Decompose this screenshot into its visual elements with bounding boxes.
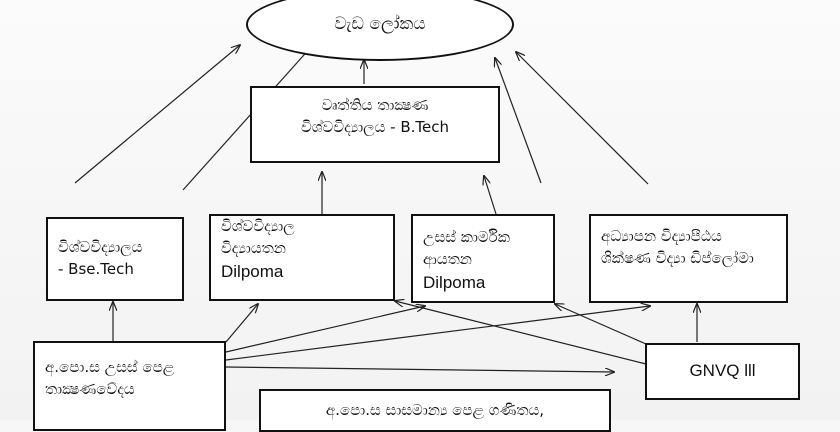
arrow-advanced-technical-to-tech-university xyxy=(484,176,497,215)
university-line-1: විශ්වවිද්‍යාලය xyxy=(58,238,143,256)
gnvq-box: GNVQ lll xyxy=(645,343,800,400)
tech-university-line-2: විශ්වවිද්‍යාලය - B.Tech xyxy=(301,117,449,136)
university-college-line-2: විද්‍යායතන xyxy=(221,238,286,257)
al-technology-line-2: තාක්‍ෂණවේදය xyxy=(45,379,135,398)
tech-university-line-1: වෘත්තිය තාක්‍ෂණ xyxy=(321,96,429,114)
advanced-technical-line-2: ආයතන xyxy=(423,249,472,268)
arrow-al-to-advanced-technical xyxy=(225,306,425,353)
education-college-box: අධ්‍යාපන විද්‍යාපීඨය ශික්ෂණ විද්‍යා ඩිප්… xyxy=(589,214,788,303)
ol-exam-box: අ.පො.ස සාසමාන්‍ය පෙළ ගණිතය, xyxy=(259,389,611,432)
advanced-technical-line-3: Dilpoma xyxy=(423,272,486,292)
university-college-line-1: විශ්වවිද්‍යාල xyxy=(221,217,295,235)
arrow-advanced-technical-to-work-world xyxy=(495,58,542,184)
university-college-line-3: Dilpoma xyxy=(221,261,284,281)
gnvq-label: GNVQ lll xyxy=(689,361,756,381)
arrow-gnvq-to-university-college xyxy=(395,301,647,365)
arrow-al-to-gnvq xyxy=(225,366,614,372)
arrow-university-to-work-world xyxy=(74,45,240,184)
al-technology-line-1: අ.පො.ස උසස් පෙළ xyxy=(45,358,175,376)
advanced-technical-box: උසස් කාර්මික ආයතන Dilpoma xyxy=(411,214,555,303)
work-world-label: වැඩ ලෝකය xyxy=(334,14,426,35)
arrow-layer xyxy=(74,0,840,420)
university-line-2: - Bse.Tech xyxy=(58,259,134,278)
ol-exam-label: අ.පො.ස සාසමාන්‍ය පෙළ ගණිතය, xyxy=(325,401,545,419)
advanced-technical-line-1: උසස් කාර්මික xyxy=(423,228,510,246)
education-college-line-1: අධ්‍යාපන විද්‍යාපීඨය xyxy=(601,227,722,245)
al-technology-box: අ.පො.ස උසස් පෙළ තාක්‍ෂණවේදය xyxy=(33,341,226,431)
university-box: විශ්වවිද්‍යාලය - Bse.Tech xyxy=(46,217,184,301)
work-world-ellipse: වැඩ ලෝකය xyxy=(246,0,514,61)
arrow-gnvq-to-advanced-technical xyxy=(555,304,647,345)
education-college-line-2: ශික්ෂණ විද්‍යා ඩිප්ලෝමා xyxy=(601,248,754,267)
tech-university-box: වෘත්තිය තාක්‍ෂණ විශ්වවිද්‍යාලය - B.Tech xyxy=(250,86,500,163)
arrow-al-to-university-college xyxy=(225,304,258,343)
arrow-al-to-education-college xyxy=(225,306,650,361)
arrow-education-college-to-work-world xyxy=(516,52,649,185)
university-college-box: විශ්වවිද්‍යාල විද්‍යායතන Dilpoma xyxy=(209,214,395,301)
arrow-university-college-to-work-world xyxy=(182,46,312,191)
